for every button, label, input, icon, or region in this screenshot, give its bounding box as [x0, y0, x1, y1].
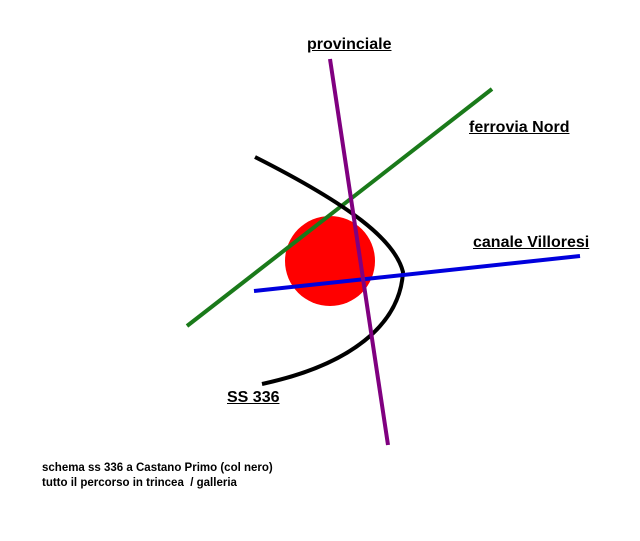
- ferrovia-nord-label: ferrovia Nord: [469, 119, 570, 136]
- diagram-caption: schema ss 336 a Castano Primo (col nero)…: [42, 461, 273, 491]
- canale-villoresi-line: [253, 254, 581, 293]
- ss336-label: SS 336: [227, 389, 280, 406]
- ss336-road-line: [254, 155, 406, 386]
- caption-line-1: schema ss 336 a Castano Primo (col nero): [42, 462, 273, 474]
- canale-villoresi-label: canale Villoresi: [473, 234, 590, 251]
- provinciale-line: [328, 58, 390, 446]
- provinciale-label: provinciale: [307, 36, 392, 53]
- ferrovia-nord-line: [185, 87, 494, 328]
- caption-line-2: tutto il percorso in trincea / galleria: [42, 477, 237, 489]
